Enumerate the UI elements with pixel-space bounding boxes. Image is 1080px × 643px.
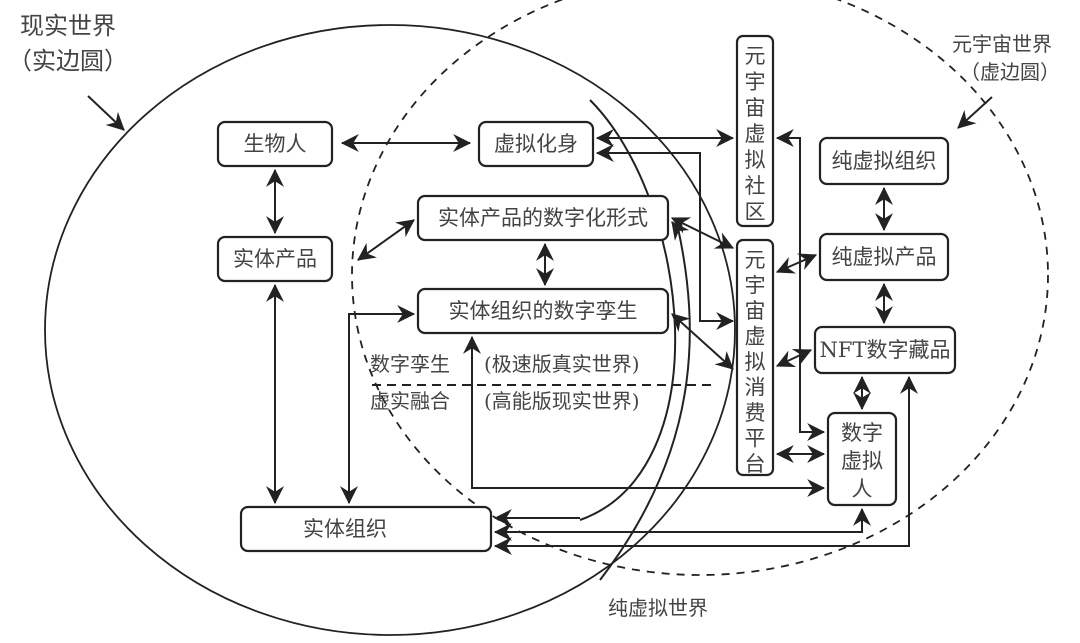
- meta_platform-char: 台: [745, 452, 766, 476]
- label-pure-virtual-world: 纯虚拟世界: [608, 596, 708, 620]
- label-metaverse-world: 元宇宙世界: [952, 32, 1052, 56]
- meta_platform-char: 宙: [745, 299, 766, 323]
- label-digital-twin: 数字孪生: [370, 352, 450, 376]
- meta_platform-char: 平: [745, 427, 766, 451]
- edge-community-digitalhuman: [775, 129, 826, 441]
- label-digital-twin-sub: (极速版真实世界): [484, 352, 640, 376]
- edge-platform-product: [775, 253, 818, 274]
- text-pure-virtual-product: 纯虚拟产品: [832, 245, 937, 269]
- meta_platform-char: 费: [745, 401, 766, 425]
- edge-nft-org: [493, 375, 918, 555]
- meta_community-char: 拟: [745, 148, 766, 172]
- meta_platform-char: 宇: [745, 274, 766, 298]
- meta_community-char: 社: [745, 174, 766, 198]
- text-avatar: 虚拟化身: [494, 132, 578, 156]
- meta_platform-char: 消: [745, 376, 766, 400]
- label-metaverse-world-sub: （虚边圆）: [960, 60, 1060, 84]
- meta_community-char: 元: [745, 44, 766, 68]
- label-virtual-real-fusion: 虚实融合: [370, 389, 450, 413]
- metaverse-world-circle: [351, 0, 1049, 576]
- meta_community-char: 区: [745, 200, 766, 224]
- edge-product-digitalform: [357, 219, 415, 261]
- digital_human-char: 数字: [841, 421, 883, 445]
- node-avatar[interactable]: [477, 120, 595, 168]
- text-biological-human: 生物人: [244, 132, 307, 156]
- label-real-world-sub: （实边圆）: [8, 47, 128, 75]
- edge-org-twin: [340, 305, 416, 505]
- node-physical-product[interactable]: [216, 235, 334, 283]
- meta_community-char: 宙: [745, 96, 766, 120]
- edge-platform-nft: [775, 349, 813, 367]
- metaverse-world-pointer: [957, 96, 993, 129]
- real-world-pointer: [87, 95, 125, 131]
- meta_platform-char: 拟: [745, 350, 766, 374]
- edge-arc-digitalform: [671, 221, 690, 241]
- text-nft: NFT数字藏品: [820, 338, 951, 362]
- node-biological-human[interactable]: [216, 120, 334, 168]
- text-digital-twin-org: 实体组织的数字孪生: [449, 299, 638, 323]
- meta_platform-char: 元: [745, 248, 766, 272]
- edge-digitalhuman-org: [493, 507, 871, 541]
- text-pure-virtual-org: 纯虚拟组织: [832, 149, 937, 173]
- real-world-circle: [44, 24, 736, 636]
- digital_human-char: 人: [852, 477, 873, 501]
- label-real-world: 现实世界: [20, 12, 116, 40]
- edge-twin-platform: [671, 313, 734, 370]
- meta_community-char: 宇: [745, 70, 766, 94]
- text-physical-product: 实体产品: [233, 247, 317, 271]
- meta_community-char: 虚: [745, 122, 766, 146]
- text-physical-org: 实体组织: [303, 517, 387, 541]
- node-meta-community[interactable]: [735, 34, 775, 228]
- digital_human-char: 虚拟: [841, 449, 883, 473]
- text-digital-form: 实体产品的数字化形式: [438, 206, 648, 230]
- label-virtual-real-fusion-sub: (高能版现实世界): [484, 389, 640, 413]
- node-physical-org[interactable]: [239, 505, 493, 553]
- meta_platform-char: 虚: [745, 325, 766, 349]
